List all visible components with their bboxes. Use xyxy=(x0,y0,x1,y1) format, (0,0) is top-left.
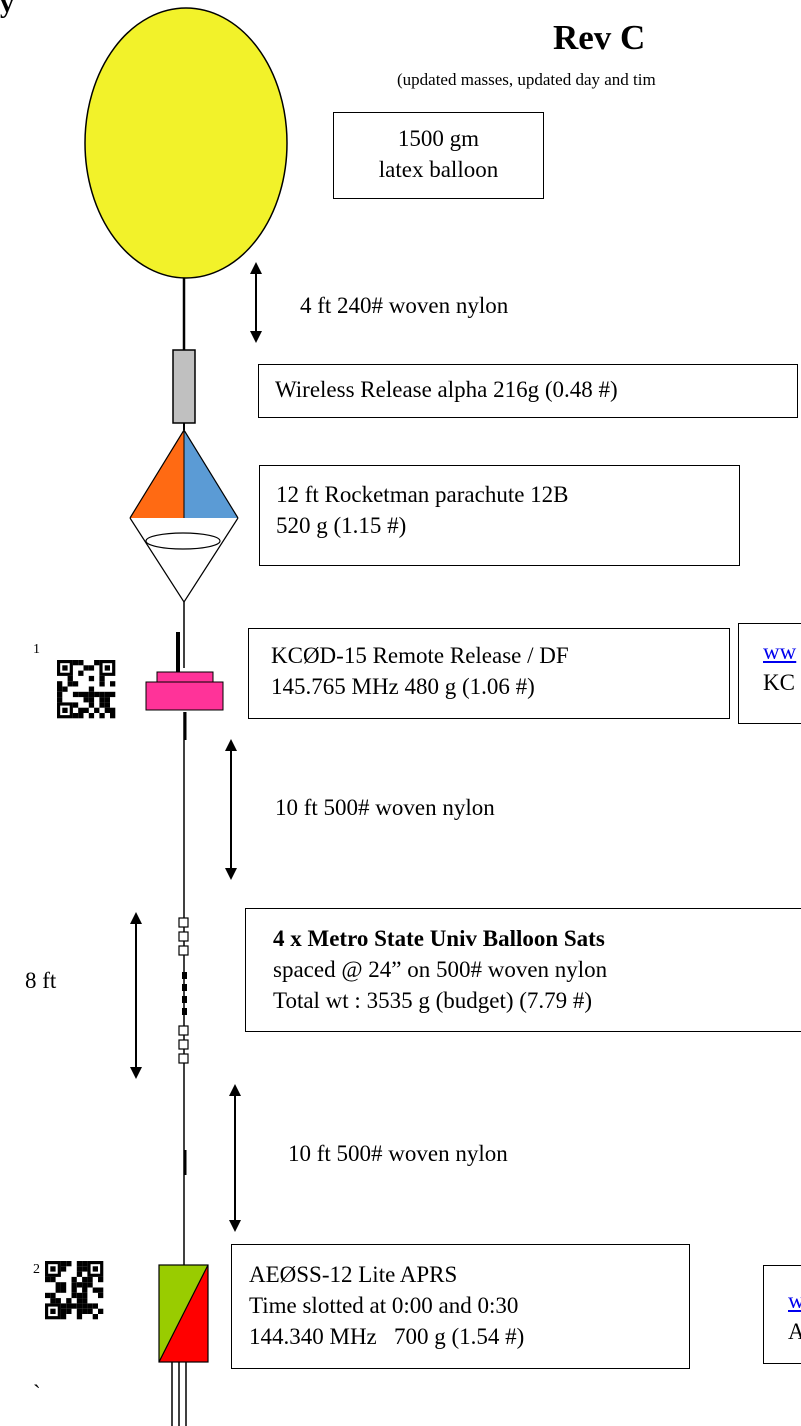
remote-release-side-link[interactable]: ww xyxy=(763,639,797,664)
aprs-qr-index: 2 xyxy=(33,1262,40,1277)
wireless-release-box: Wireless Release alpha 216g (0.48 #) xyxy=(258,364,798,418)
tether-3-label: 10 ft 500# woven nylon xyxy=(288,1141,508,1166)
aprs-side-text: A xyxy=(788,1316,801,1347)
qr-code-aprs xyxy=(45,1261,104,1320)
remote-release-qr-index: 1 xyxy=(33,642,40,657)
wireless-release-shape xyxy=(172,349,196,424)
aprs-tracker-outline xyxy=(158,1264,209,1363)
remote-release-line2: 145.765 MHz 480 g (1.06 #) xyxy=(271,674,535,699)
parachute-line2: 520 g (1.15 #) xyxy=(276,513,407,538)
remote-release-box: KCØD-15 Remote Release / DF 145.765 MHz … xyxy=(248,628,730,719)
aprs-line3: 144.340 MHz 700 g (1.54 #) xyxy=(249,1324,525,1349)
balloon-label-line2: latex balloon xyxy=(378,157,499,182)
tether-1-label: 4 ft 240# woven nylon xyxy=(300,293,509,318)
balloon-sats-dots xyxy=(182,972,187,1015)
sats-spacing-label: 8 ft xyxy=(25,968,57,993)
aprs-side-link[interactable]: w xyxy=(788,1285,801,1316)
parachute-shroud-lines xyxy=(129,517,239,604)
balloon-sats-box: 4 x Metro State Univ Balloon Sats spaced… xyxy=(245,908,801,1032)
rev-subtitle: (updated masses, updated day and tim xyxy=(397,70,656,89)
aprs-side-box: w A xyxy=(763,1265,801,1364)
balloon-sats-line2: spaced @ 24” on 500# woven nylon xyxy=(273,957,608,982)
remote-release-line1: KCØD-15 Remote Release / DF xyxy=(271,643,569,668)
aprs-antenna-leads xyxy=(171,1362,187,1426)
remote-release-side-box: ww KC xyxy=(738,623,801,724)
wireless-release-label: Wireless Release alpha 216g (0.48 #) xyxy=(275,377,618,402)
aprs-box: AEØSS-12 Lite APRS Time slotted at 0:00 … xyxy=(231,1244,690,1369)
parachute-canopy-ellipse xyxy=(145,532,221,550)
parachute-line1: 12 ft Rocketman parachute 12B xyxy=(276,482,569,507)
balloon-sats-stack xyxy=(178,917,189,1064)
remote-release-lower-body xyxy=(145,681,224,711)
rev-title: Rev C xyxy=(553,18,646,57)
header-fragment: y xyxy=(0,0,14,19)
tether-2-label: 10 ft 500# woven nylon xyxy=(275,795,495,820)
footer-tick: ` xyxy=(33,1381,41,1406)
balloon-label-box: 1500 gm latex balloon xyxy=(333,112,544,199)
balloon-shape xyxy=(84,7,288,279)
aprs-line1: AEØSS-12 Lite APRS xyxy=(249,1262,458,1287)
aprs-tracker-diagonal xyxy=(158,1264,209,1363)
qr-code-remote-release xyxy=(57,660,116,719)
remote-release-side-text: KC xyxy=(763,670,795,695)
parachute-box: 12 ft Rocketman parachute 12B 520 g (1.1… xyxy=(259,465,740,566)
balloon-sats-line3: Total wt : 3535 g (budget) (7.79 #) xyxy=(273,988,593,1013)
balloon-label-line1: 1500 gm xyxy=(397,126,480,151)
aprs-line2: Time slotted at 0:00 and 0:30 xyxy=(249,1293,519,1318)
balloon-sats-line1: 4 x Metro State Univ Balloon Sats xyxy=(273,926,605,951)
